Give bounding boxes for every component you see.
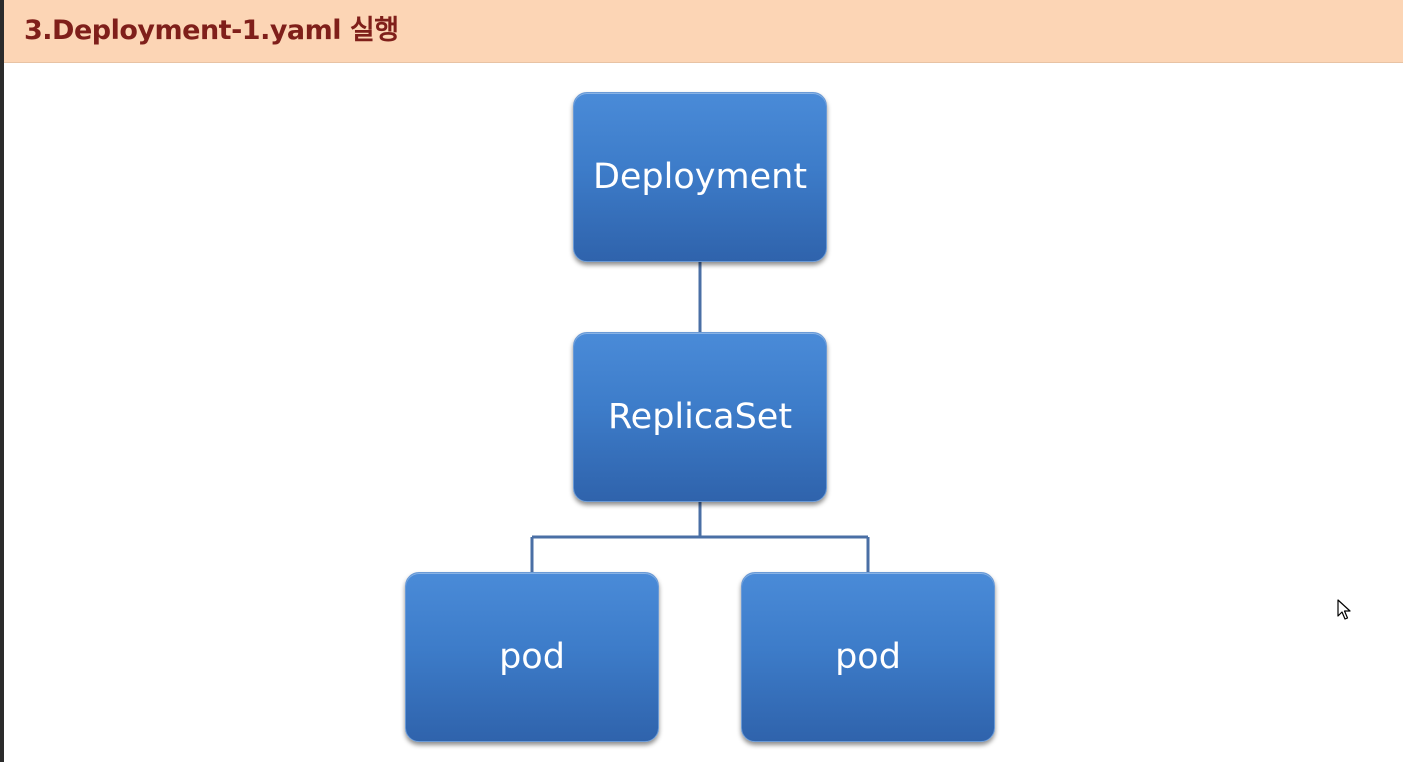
replicaset-node: ReplicaSet [573, 332, 827, 502]
slide-title: 3.Deployment-1.yaml 실행 [24, 15, 399, 46]
deployment-node: Deployment [573, 92, 827, 262]
pod-node-1-label: pod [499, 637, 565, 677]
pod-node-2-label: pod [835, 637, 901, 677]
mouse-pointer-icon [1337, 599, 1351, 620]
title-bar: 3.Deployment-1.yaml 실행 [4, 0, 1403, 63]
replicaset-node-label: ReplicaSet [607, 397, 793, 437]
pod-node-1: pod [405, 572, 659, 742]
diagram-connectors [530, 262, 870, 572]
deployment-node-label: Deployment [592, 157, 808, 197]
slide: 3.Deployment-1.yaml 실행 Deployment Replic… [4, 0, 1403, 762]
pod-node-2: pod [741, 572, 995, 742]
